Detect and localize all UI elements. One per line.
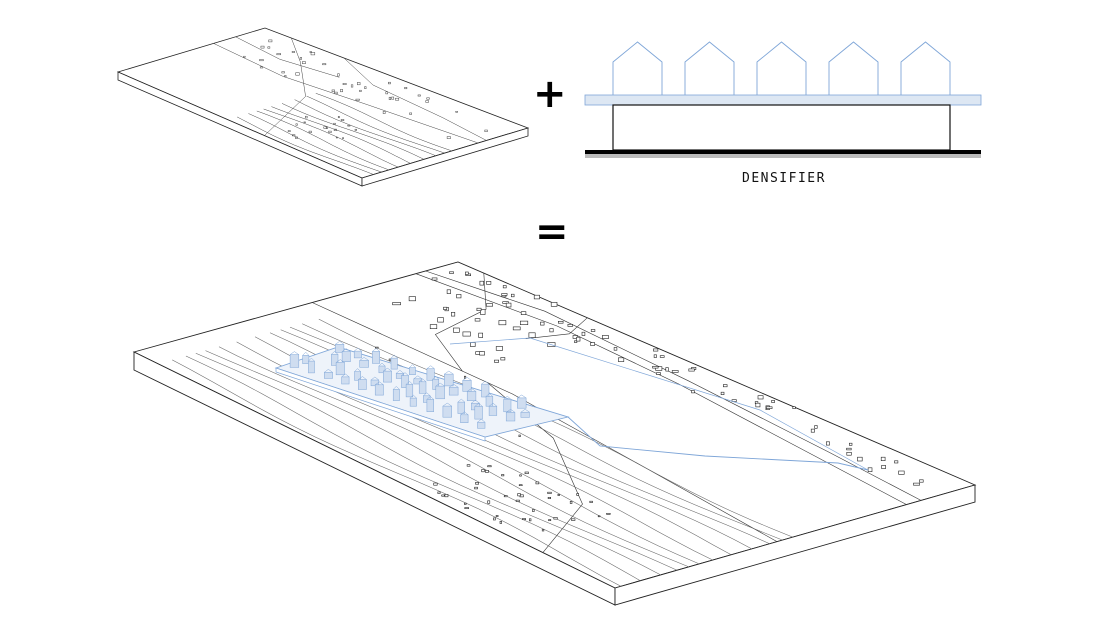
house-icon <box>612 41 663 95</box>
house-icon <box>684 41 735 95</box>
base-building <box>612 104 951 151</box>
plus-operator: + <box>533 71 567 117</box>
site-boundary <box>567 416 869 471</box>
ground-shadow <box>585 154 981 158</box>
large-terrain-block <box>132 261 977 606</box>
house-icon <box>756 41 807 95</box>
ground-line <box>585 150 981 154</box>
densifier-caption: DENSIFIER <box>742 171 826 186</box>
equals-operator: = <box>535 209 569 255</box>
house-icon <box>828 41 879 95</box>
densifier-section-icon <box>584 41 982 158</box>
densified-platform <box>274 340 570 442</box>
house-icon <box>900 41 951 95</box>
small-terrain-block <box>116 27 530 187</box>
roof-slab <box>584 94 982 106</box>
